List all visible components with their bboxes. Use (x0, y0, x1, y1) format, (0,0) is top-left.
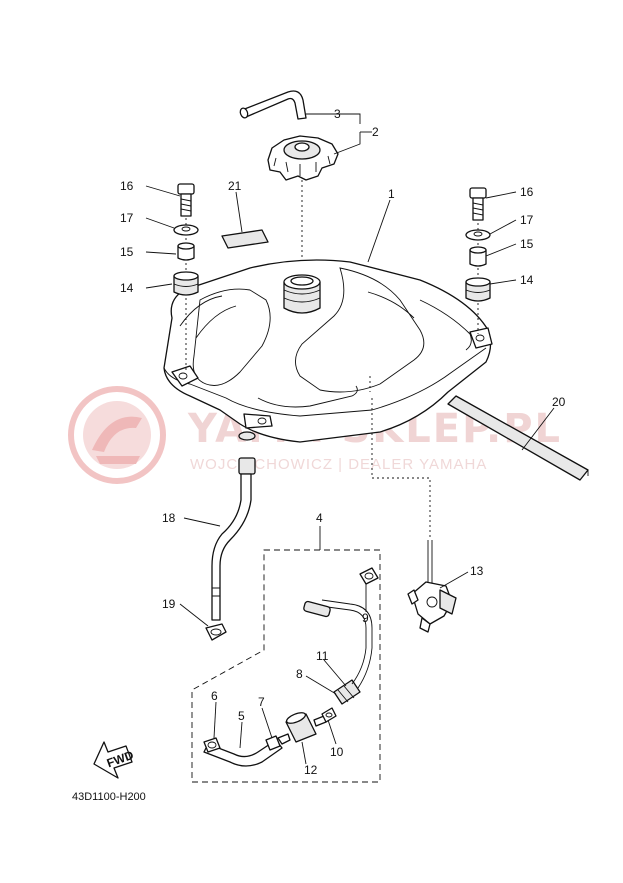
breather-hose-part-3[interactable] (239, 90, 307, 120)
callout-13: 13 (470, 564, 484, 578)
callout-17-right: 17 (520, 213, 534, 227)
callout-21: 21 (228, 179, 242, 193)
callout-20: 20 (552, 395, 566, 409)
fuel-hose-part-18[interactable] (211, 457, 256, 621)
callouts: 1 2 3 4 5 6 7 8 9 10 11 12 13 14 14 15 1… (120, 107, 566, 777)
assembly-group-4-outline (191, 549, 381, 783)
clip-part-7[interactable] (265, 735, 281, 751)
callout-5: 5 (238, 709, 245, 723)
fuel-tank-part-1[interactable] (163, 259, 493, 443)
callout-12: 12 (304, 763, 318, 777)
fuel-cap-part-2[interactable] (267, 135, 339, 181)
callout-1: 1 (388, 187, 395, 201)
clip-part-9[interactable] (359, 567, 379, 585)
hose-part-8[interactable] (333, 679, 361, 705)
callout-9: 9 (362, 611, 369, 625)
pipe-part-11[interactable] (303, 599, 373, 689)
washer-part-17-right[interactable] (465, 229, 491, 241)
callout-19: 19 (162, 597, 176, 611)
collar-part-15-left[interactable] (177, 242, 195, 261)
callout-6: 6 (211, 689, 218, 703)
callout-3: 3 (334, 107, 341, 121)
callout-8: 8 (296, 667, 303, 681)
callout-14-left: 14 (120, 281, 134, 295)
hose-clip-part-19[interactable] (205, 623, 227, 641)
callout-15-left: 15 (120, 245, 134, 259)
seal-strip-part-20[interactable] (447, 395, 589, 481)
label-part-21[interactable] (221, 229, 269, 249)
damper-part-14-left[interactable] (173, 271, 199, 296)
callout-11: 11 (316, 649, 329, 663)
damper-part-14-right[interactable] (465, 277, 491, 302)
callout-17-left: 17 (120, 211, 134, 225)
callout-15-right: 15 (520, 237, 534, 251)
fuel-cock-part-13[interactable] (407, 540, 457, 633)
bolt-part-16-left[interactable] (177, 183, 195, 217)
washer-part-17-left[interactable] (173, 224, 199, 236)
callout-16-left: 16 (120, 179, 134, 193)
cock-alignment-line (369, 376, 431, 540)
clip-part-6[interactable] (203, 737, 221, 753)
fwd-arrow-icon: FWD (93, 741, 136, 779)
watermark-logo (68, 386, 166, 484)
collar-part-15-right[interactable] (469, 246, 487, 267)
callout-4: 4 (316, 511, 323, 525)
callout-10: 10 (330, 745, 344, 759)
clip-part-10[interactable] (321, 707, 337, 723)
callout-14-right: 14 (520, 273, 534, 287)
bolt-part-16-right[interactable] (469, 187, 487, 221)
callout-7: 7 (258, 695, 265, 709)
diagram-code: 43D1100-H200 (72, 791, 146, 803)
watermark-dealer: WOJCIECHOWICZ | DEALER YAMAHA (190, 456, 487, 473)
leader-lines (145, 113, 555, 765)
hose-part-5[interactable] (203, 739, 283, 767)
fuel-filter-part-12[interactable] (277, 711, 327, 745)
callout-18: 18 (162, 511, 176, 525)
callout-16-right: 16 (520, 185, 534, 199)
callout-2: 2 (372, 125, 379, 139)
